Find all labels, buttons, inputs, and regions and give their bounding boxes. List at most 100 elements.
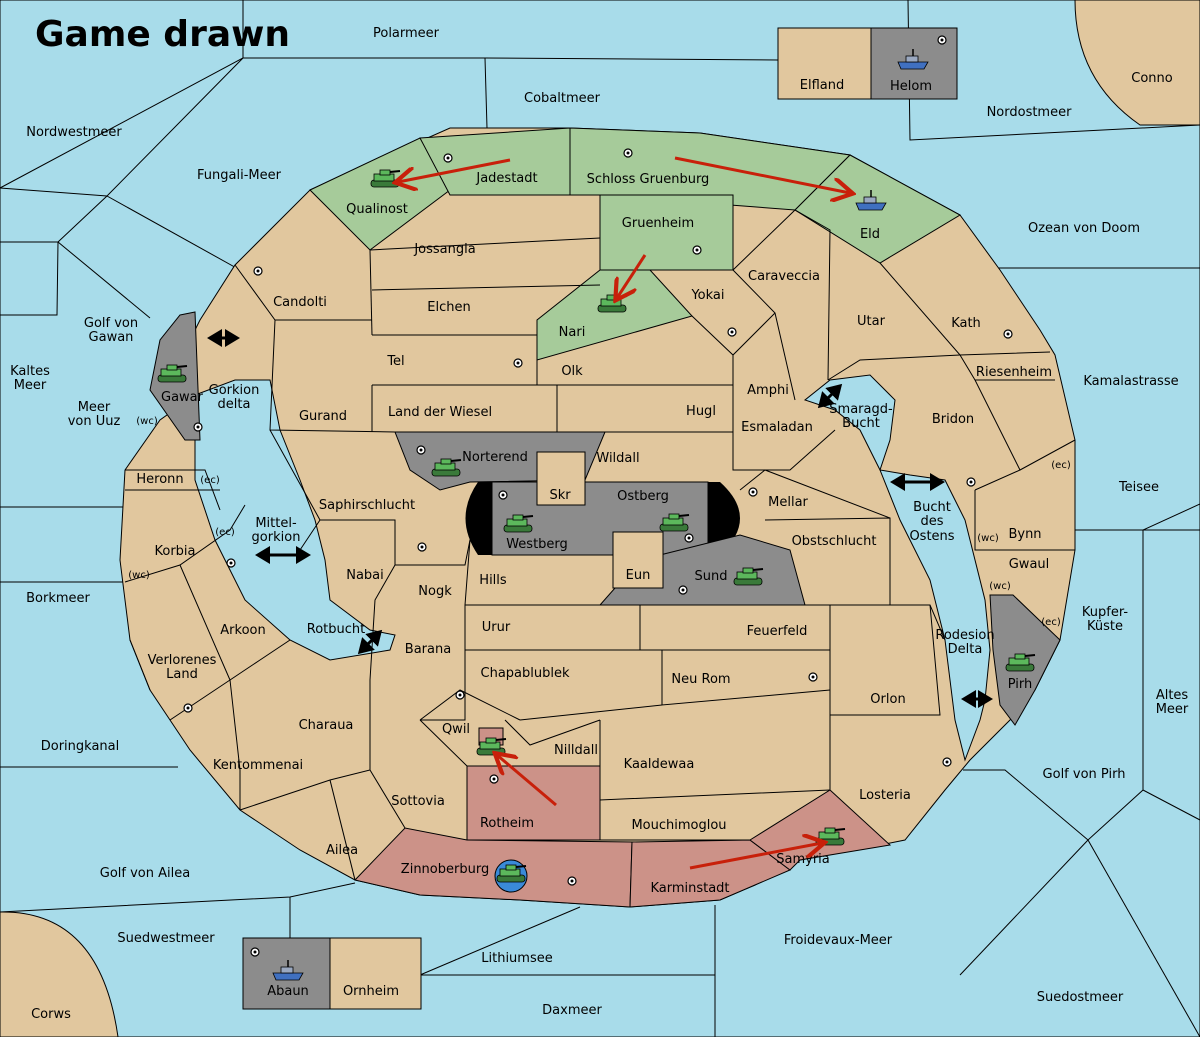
land-label-qwil[interactable]: Qwil (442, 722, 470, 737)
land-label-charaua[interactable]: Charaua (299, 718, 354, 733)
land-label-hugl[interactable]: Hugl (686, 404, 716, 419)
land-label-ornheim[interactable]: Ornheim (343, 984, 399, 999)
land-label-orlon[interactable]: Orlon (870, 692, 905, 707)
land-label-karminstadt[interactable]: Karminstadt (650, 881, 729, 896)
land-label-nabai[interactable]: Nabai (346, 568, 384, 583)
order-arrow (497, 755, 557, 807)
land-label-samyria[interactable]: Samyria (776, 852, 830, 867)
land-label-helom[interactable]: Helom (890, 79, 932, 94)
sea-label-doringkanal[interactable]: Doringkanal (41, 739, 120, 754)
land-label-gruenheim[interactable]: Gruenheim (622, 216, 694, 231)
land-label-abaun[interactable]: Abaun (267, 984, 309, 999)
sea-label-golf-von-gawan[interactable]: Golf von (84, 316, 138, 331)
supply-center-icon (567, 876, 577, 886)
sea-label-kupfer-kueste[interactable]: Kupfer- (1082, 605, 1128, 620)
sea-label-golf-von-pirh[interactable]: Golf von Pirh (1043, 767, 1126, 782)
land-label-wildall[interactable]: Wildall (596, 451, 639, 466)
land-label-amphi[interactable]: Amphi (747, 383, 789, 398)
land-label-losteria[interactable]: Losteria (859, 788, 911, 803)
land-label-nogk[interactable]: Nogk (418, 584, 452, 599)
land-label-bynn[interactable]: Bynn (1008, 527, 1041, 542)
land-label-kaaldewaa[interactable]: Kaaldewaa (624, 757, 695, 772)
land-label-olk[interactable]: Olk (561, 364, 583, 379)
land-label-elchen[interactable]: Elchen (427, 300, 470, 315)
land-label-nilldall[interactable]: Nilldall (554, 743, 598, 758)
land-label-elfland[interactable]: Elfland (800, 78, 844, 93)
land-label-neu-rom[interactable]: Neu Rom (671, 672, 730, 687)
land-label-jossangia[interactable]: Jossangia (413, 242, 475, 257)
sea-label-suedwestmeer[interactable]: Suedwestmeer (117, 931, 215, 946)
land-label-nari[interactable]: Nari (559, 325, 586, 340)
sea-label-froidevaux-meer[interactable]: Froidevaux-Meer (784, 933, 893, 948)
land-label-norterend[interactable]: Norterend (462, 450, 528, 465)
land-label-westberg[interactable]: Westberg (506, 537, 568, 552)
sea-label-golf-von-ailea[interactable]: Golf von Ailea (100, 866, 190, 881)
supply-center-icon (678, 585, 688, 595)
land-label-saphirschlucht[interactable]: Saphirschlucht (319, 498, 415, 513)
land-label-bridon[interactable]: Bridon (932, 412, 974, 427)
land-label-obstschlucht[interactable]: Obstschlucht (792, 534, 877, 549)
sea-label-suedostmeer[interactable]: Suedostmeer (1037, 990, 1124, 1005)
land-label-ailea[interactable]: Ailea (326, 843, 358, 858)
land-label-ostberg[interactable]: Ostberg (617, 489, 669, 504)
land-label-arkoon[interactable]: Arkoon (220, 623, 265, 638)
sea-label-cobaltmeer[interactable]: Cobaltmeer (524, 91, 601, 106)
land-label-corws[interactable]: Corws (31, 1007, 71, 1022)
sea-label-lithiumsee[interactable]: Lithiumsee (481, 951, 552, 966)
land-label-urur[interactable]: Urur (482, 620, 511, 635)
land-label-schloss-gruenburg[interactable]: Schloss Gruenburg (587, 172, 710, 187)
land-label-conno[interactable]: Conno (1131, 71, 1173, 86)
land-label-skr[interactable]: Skr (549, 488, 571, 503)
land-label-sottovia[interactable]: Sottovia (391, 794, 445, 809)
sea-label-mittelgorkion[interactable]: Mittel- (255, 516, 297, 531)
land-label-kentommenai[interactable]: Kentommenai (213, 758, 303, 773)
sea-label-fungali-meer[interactable]: Fungali-Meer (197, 168, 282, 183)
sea-label-kamalastrasse[interactable]: Kamalastrasse (1083, 374, 1178, 389)
land-label-heronn[interactable]: Heronn (136, 472, 183, 487)
land-label-esmaladan[interactable]: Esmaladan (741, 420, 813, 435)
sea-label-ozean-von-doom[interactable]: Ozean von Doom (1028, 221, 1140, 236)
land-label-qualinost[interactable]: Qualinost (346, 202, 408, 217)
land-label-chapablublek[interactable]: Chapablublek (481, 666, 570, 681)
land-label-zinnoberburg[interactable]: Zinnoberburg (401, 862, 489, 877)
land-label-riesenheim[interactable]: Riesenheim (976, 365, 1052, 380)
land-label-utar[interactable]: Utar (857, 314, 886, 329)
sea-label-nordostmeer[interactable]: Nordostmeer (987, 105, 1073, 120)
land-label-yokai[interactable]: Yokai (690, 288, 724, 303)
land-label-korbia[interactable]: Korbia (154, 544, 195, 559)
sea-label-teisee[interactable]: Teisee (1118, 480, 1159, 495)
sea-label-borkmeer[interactable]: Borkmeer (26, 591, 90, 606)
sea-label-rotbucht[interactable]: Rotbucht (307, 622, 365, 637)
land-label-jadestadt[interactable]: Jadestadt (475, 171, 537, 186)
land-label-caraveccia[interactable]: Caraveccia (748, 269, 820, 284)
sea-label-smaragd-bucht[interactable]: Smaragd- (829, 402, 893, 417)
sea-label-rodesion-delta[interactable]: Rodesion (935, 628, 994, 643)
sea-label-meer-von-uuz[interactable]: Meer (78, 400, 111, 415)
land-label-mellar[interactable]: Mellar (768, 495, 808, 510)
land-label-candolti[interactable]: Candolti (273, 295, 327, 310)
land-label-eld[interactable]: Eld (860, 227, 880, 242)
land-label-mouchimoglou[interactable]: Mouchimoglou (631, 818, 726, 833)
sea-label-daxmeer[interactable]: Daxmeer (542, 1003, 602, 1018)
land-label-rotheim[interactable]: Rotheim (480, 816, 534, 831)
sea-label-gorkion-delta[interactable]: Gorkion (209, 383, 260, 398)
land-label-gwaul[interactable]: Gwaul (1009, 557, 1050, 572)
supply-centers (183, 35, 1013, 957)
land-label-sund[interactable]: Sund (695, 569, 728, 584)
sea-label-kaltes-meer[interactable]: Kaltes (10, 364, 50, 379)
land-label-feuerfeld[interactable]: Feuerfeld (747, 624, 808, 639)
land-label-tel[interactable]: Tel (386, 354, 404, 369)
land-label-barana[interactable]: Barana (405, 642, 451, 657)
land-label-hills[interactable]: Hills (479, 573, 507, 588)
land-label-eun[interactable]: Eun (626, 568, 651, 583)
land-label-kath[interactable]: Kath (951, 316, 981, 331)
land-label-gurand[interactable]: Gurand (299, 409, 347, 424)
land-label-land-der-wiesel[interactable]: Land der Wiesel (388, 405, 492, 420)
sea-label-altes-meer[interactable]: Altes (1156, 688, 1189, 703)
land-label-pirh[interactable]: Pirh (1008, 677, 1033, 692)
land-label-verlorenes-land[interactable]: Verlorenes (148, 653, 217, 668)
sea-label-nordwestmeer[interactable]: Nordwestmeer (26, 125, 122, 140)
land-label-gawar[interactable]: Gawar (161, 390, 204, 405)
sea-label-polarmeer[interactable]: Polarmeer (373, 26, 440, 41)
sea-label-bucht-des-ostens[interactable]: Bucht (913, 500, 951, 515)
